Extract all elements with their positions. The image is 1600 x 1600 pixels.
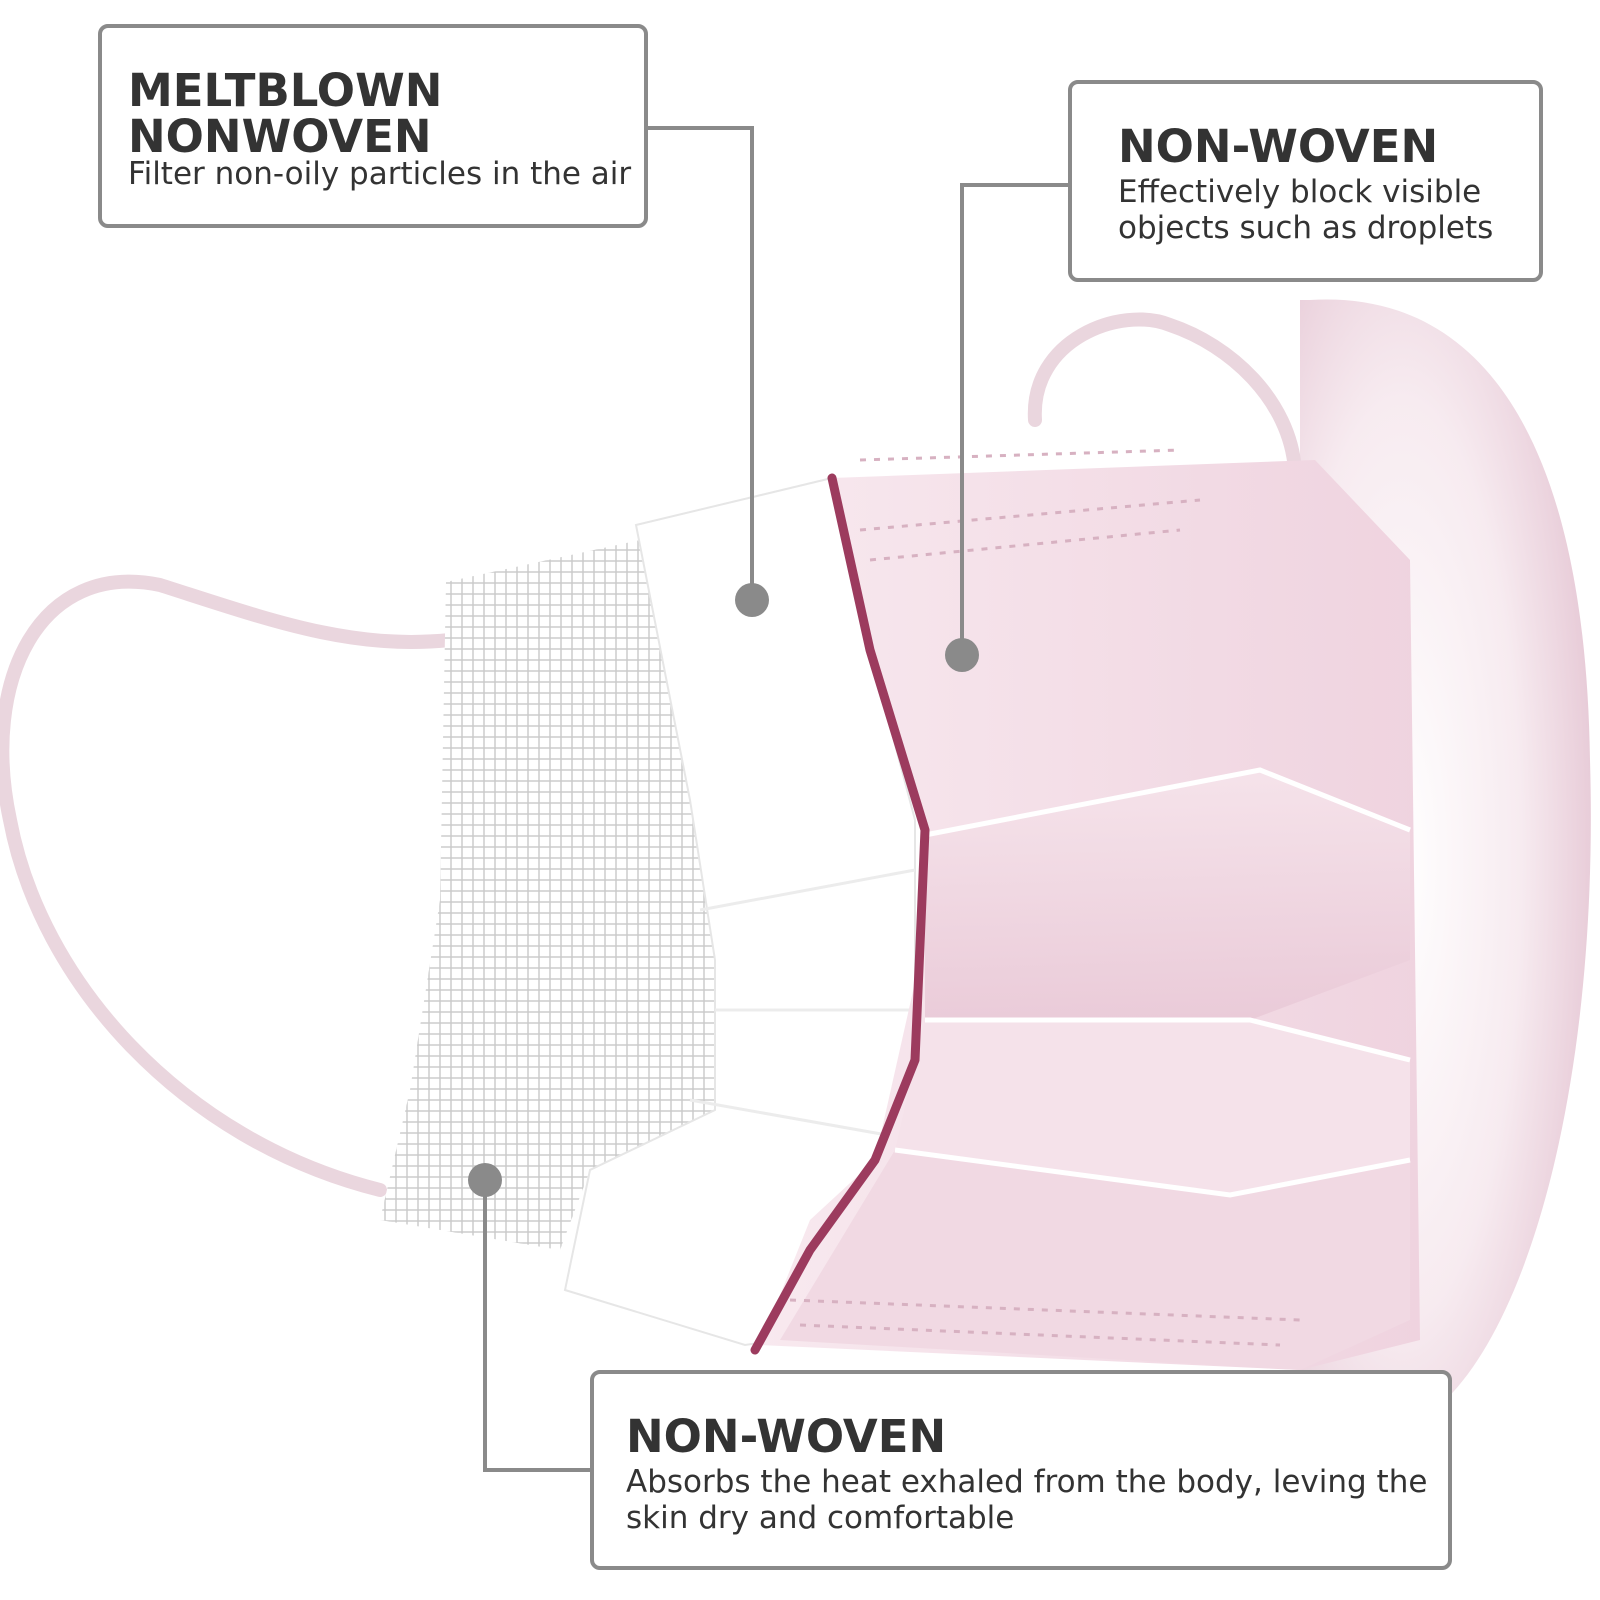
connector-inner: [483, 1180, 590, 1472]
callout-description: Effectively block visible objects such a…: [1118, 174, 1493, 246]
callout-title: MELTBLOWN NONWOVEN: [128, 68, 442, 160]
left-ear-loop: [0, 574, 457, 1197]
outer-layer-edge: [750, 473, 930, 1355]
marker-dot-meltblown: [735, 583, 769, 617]
description-line-2: objects such as droplets: [1118, 210, 1494, 246]
description-line-1: Effectively block visible: [1118, 174, 1482, 210]
right-ear-loop: [1027, 312, 1302, 477]
connector-meltblown: [648, 126, 754, 600]
title-line-2: NONWOVEN: [128, 110, 432, 163]
callout-meltblown-nonwoven: MELTBLOWN NONWOVEN Filter non-oily parti…: [98, 24, 648, 228]
callout-title: NON-WOVEN: [1118, 120, 1439, 173]
callout-inner-non-woven: NON-WOVEN Absorbs the heat exhaled from …: [590, 1370, 1452, 1570]
callout-description: Filter non-oily particles in the air: [128, 156, 632, 192]
title-line-1: MELTBLOWN: [128, 64, 443, 117]
callout-title: NON-WOVEN: [626, 1410, 947, 1463]
inner-mesh-layer: [380, 540, 715, 1250]
callout-description: Absorbs the heat exhaled from the body, …: [626, 1464, 1427, 1536]
marker-dot-outer: [945, 638, 979, 672]
description-line-2: skin dry and comfortable: [626, 1500, 1015, 1536]
description-line-1: Absorbs the heat exhaled from the body, …: [626, 1464, 1428, 1500]
marker-dot-inner: [468, 1163, 502, 1197]
callout-outer-non-woven: NON-WOVEN Effectively block visible obje…: [1068, 80, 1543, 282]
connector-outer: [960, 183, 1068, 655]
